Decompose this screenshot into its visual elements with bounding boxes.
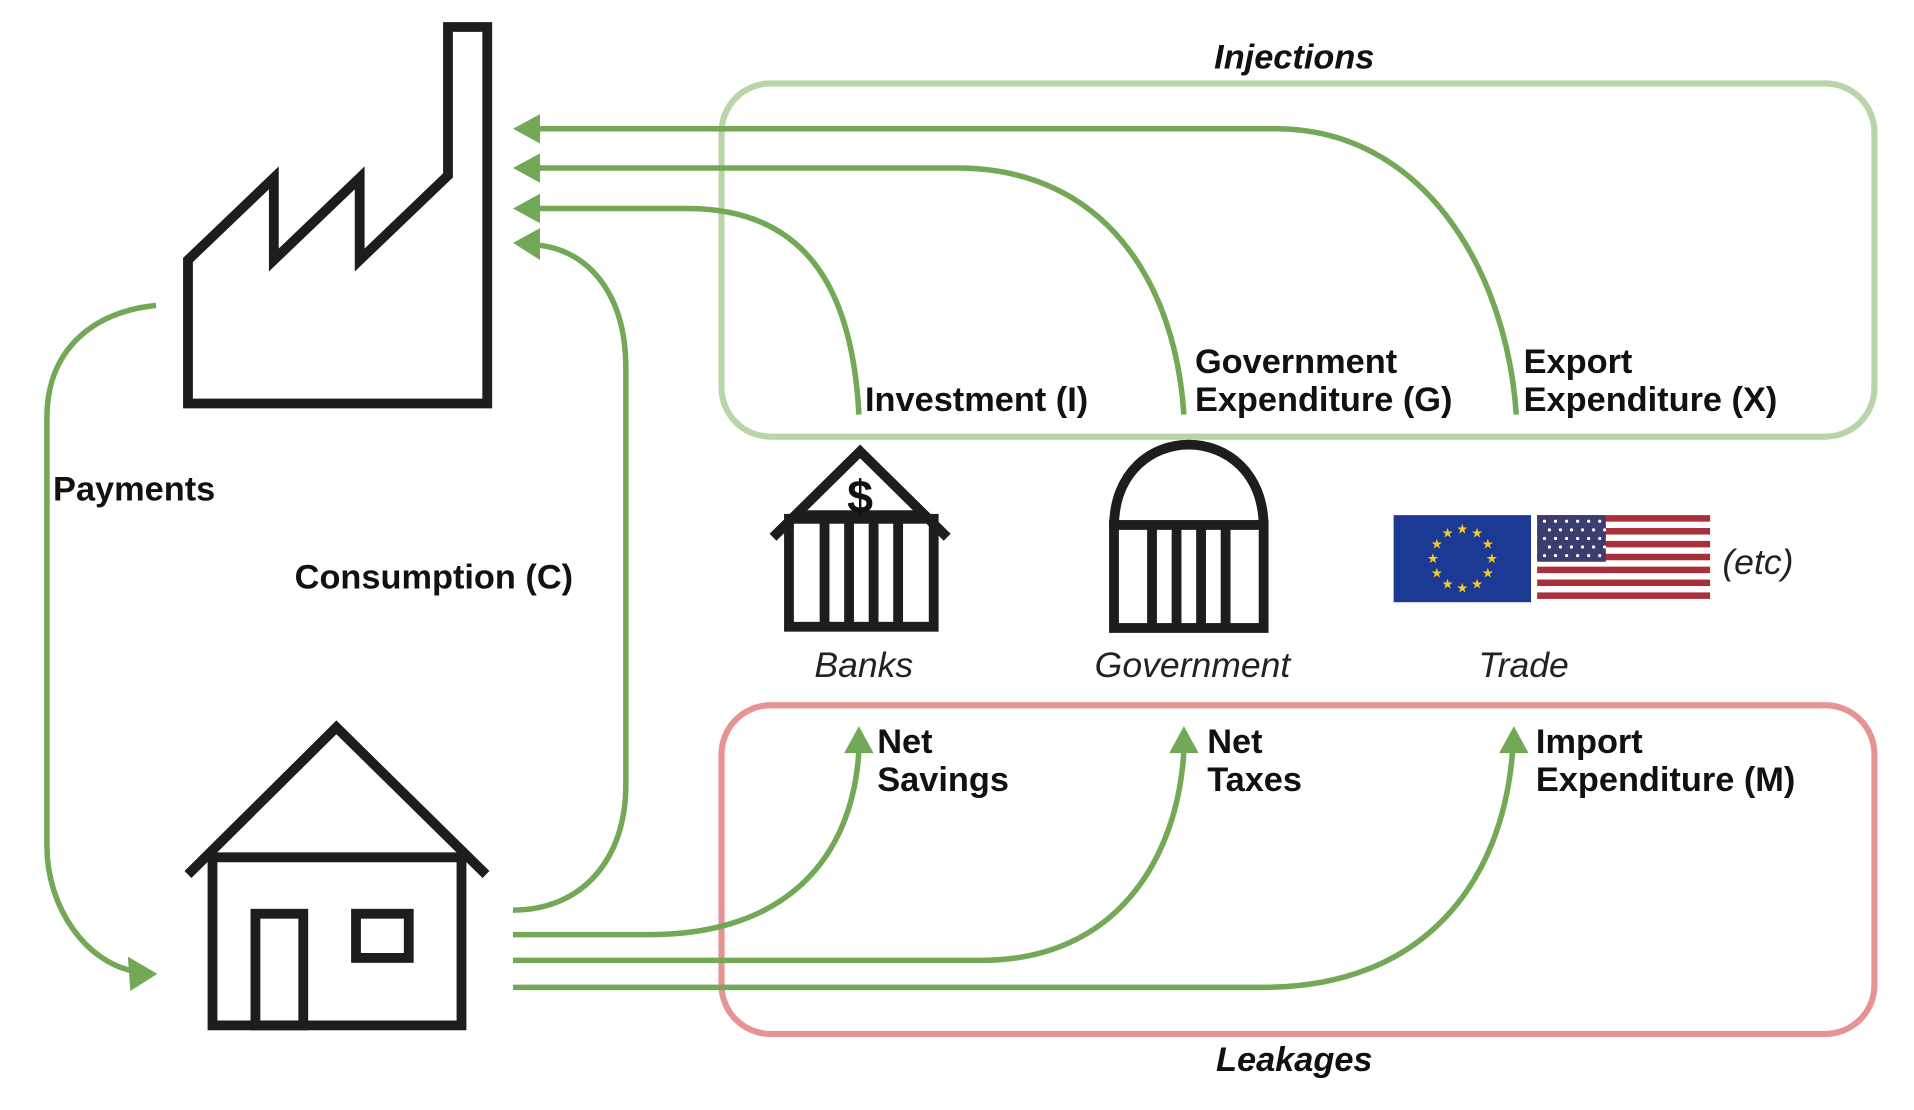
government-expenditure-flow (513, 153, 1187, 415)
us-star (1587, 554, 1591, 558)
us-star (1547, 545, 1552, 549)
us-flag-icon (1537, 515, 1711, 603)
net-taxes-flow (513, 726, 1199, 964)
leakages-box (718, 702, 1878, 1038)
us-star (1576, 536, 1580, 541)
us-star (1553, 519, 1558, 523)
eu-star: ★ (1442, 576, 1454, 591)
us-star (1558, 528, 1563, 532)
us-stripe (1537, 553, 1711, 561)
import-expenditure-flow (513, 726, 1529, 991)
house-icon (184, 720, 490, 1031)
banks-label: Banks (814, 645, 913, 685)
us-stripe (1537, 540, 1711, 548)
us-star (1591, 528, 1596, 532)
eu-flag-icon: ★★★★★★★★★★★★ (1393, 515, 1532, 603)
us-star (1547, 528, 1552, 532)
us-star (1569, 545, 1574, 549)
consumption-arrow (512, 228, 629, 913)
eu-star: ★ (1482, 566, 1494, 581)
leakage-label-taxes-2: Taxes (1207, 761, 1302, 799)
eu-star: ★ (1471, 525, 1483, 540)
payments-label: Payments (53, 470, 215, 508)
trade-etc-label: (etc) (1722, 542, 1793, 582)
us-star (1580, 528, 1585, 532)
injections-heading: Injections (1214, 39, 1374, 77)
eu-star: ★ (1482, 536, 1494, 551)
us-star (1564, 519, 1569, 523)
us-star (1542, 519, 1547, 523)
us-star (1553, 536, 1558, 541)
investment-flow (513, 193, 862, 415)
eu-star: ★ (1427, 551, 1439, 566)
leakage-label-savings-2: Savings (877, 761, 1009, 799)
us-stripe (1537, 592, 1711, 599)
leakage-label-taxes-1: Net (1207, 723, 1263, 761)
factory-icon (183, 22, 493, 409)
us-star (1598, 554, 1602, 558)
injection-label-export-2: Expenditure (X) (1524, 381, 1778, 419)
us-star (1553, 554, 1558, 558)
eu-star: ★ (1431, 566, 1443, 581)
trade-label: Trade (1479, 645, 1569, 685)
us-star (1564, 536, 1569, 541)
government-label: Government (1095, 645, 1293, 685)
injection-label-government-1: Government (1195, 343, 1398, 381)
eu-star: ★ (1471, 576, 1483, 591)
us-stripe (1537, 579, 1711, 587)
us-star (1598, 519, 1602, 523)
eu-star: ★ (1442, 525, 1454, 540)
net-savings-flow (513, 726, 874, 938)
us-star (1569, 528, 1574, 532)
us-star (1587, 519, 1591, 523)
eu-star: ★ (1486, 551, 1498, 566)
eu-star: ★ (1431, 536, 1443, 551)
us-star (1603, 545, 1607, 549)
dollar-sign: $ (847, 471, 873, 523)
injection-label-investment: Investment (I) (865, 381, 1088, 419)
us-star (1576, 554, 1580, 558)
us-stripe (1537, 528, 1711, 535)
us-star (1598, 536, 1602, 541)
bank-icon: $ (769, 444, 951, 632)
us-star (1542, 536, 1547, 541)
us-stripe (1537, 566, 1711, 574)
eu-star: ★ (1456, 522, 1468, 537)
us-star (1542, 554, 1547, 558)
export-expenditure-flow (513, 114, 1520, 415)
us-star (1564, 554, 1569, 558)
injection-label-export-1: Export (1524, 343, 1633, 381)
us-star (1558, 545, 1563, 549)
leakage-label-import-2: Expenditure (M) (1536, 761, 1795, 799)
leakage-label-import-1: Import (1536, 723, 1643, 761)
payments-arrow (44, 302, 158, 992)
us-star (1587, 536, 1591, 541)
us-star (1603, 528, 1607, 532)
injections-box (718, 80, 1878, 440)
injection-label-government-2: Expenditure (G) (1195, 381, 1452, 419)
us-stripe (1537, 515, 1711, 522)
government-building-icon (1109, 439, 1269, 633)
us-star (1576, 519, 1580, 523)
us-star (1580, 545, 1585, 549)
consumption-label: Consumption (C) (295, 559, 573, 597)
leakages-heading: Leakages (1216, 1041, 1373, 1079)
us-star (1591, 545, 1596, 549)
leakage-label-savings-1: Net (877, 723, 933, 761)
eu-star: ★ (1456, 580, 1468, 595)
